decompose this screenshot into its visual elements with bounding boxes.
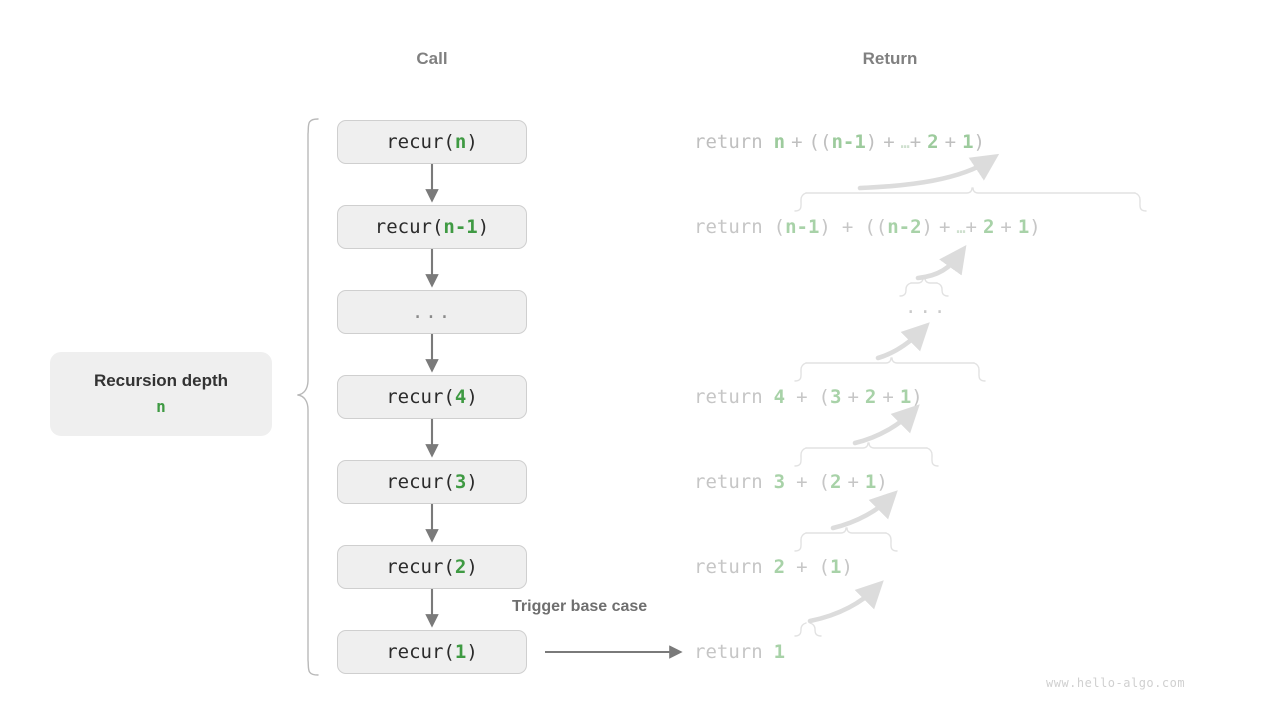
recursion-depth-brace <box>297 118 319 676</box>
call-box[interactable]: recur(2) <box>337 545 527 589</box>
return-keyword: return <box>694 131 763 153</box>
recursion-depth-label: Recursion depth n <box>50 352 272 436</box>
return-row-ellipsis: ... <box>905 296 949 318</box>
return-row: return 4+(3+2+1) <box>694 380 923 414</box>
return-keyword: return <box>694 216 763 238</box>
call-text: recur(3) <box>386 471 478 493</box>
return-keyword: return <box>694 641 763 663</box>
return-row: return 1 <box>694 635 785 669</box>
call-box[interactable]: recur(4) <box>337 375 527 419</box>
call-text: ... <box>411 301 453 323</box>
return-row: return 2+(1) <box>694 550 853 584</box>
watermark: www.hello-algo.com <box>1046 676 1186 690</box>
return-row: return (n-1)+((n-2)+…+2+1) <box>694 210 1041 244</box>
column-header-call: Call <box>416 49 448 68</box>
return-expression: 4+(3+2+1) <box>773 386 923 408</box>
return-expression: 3+(2+1) <box>773 471 888 493</box>
return-row: return 3+(2+1) <box>694 465 888 499</box>
return-keyword: return <box>694 386 763 408</box>
call-box[interactable]: recur(n) <box>337 120 527 164</box>
call-text: recur(4) <box>386 386 478 408</box>
call-text: recur(n-1) <box>374 216 490 238</box>
return-expression: 2+(1) <box>773 556 853 578</box>
call-box[interactable]: recur(n-1) <box>337 205 527 249</box>
recursion-depth-title: Recursion depth <box>93 371 229 391</box>
return-expression: n+((n-1)+…+2+1) <box>773 131 985 153</box>
call-text: recur(n) <box>386 131 478 153</box>
call-text: recur(1) <box>386 641 478 663</box>
recursion-depth-value: n <box>156 396 166 416</box>
return-expression: (n-1)+((n-2)+…+2+1) <box>773 216 1041 238</box>
column-header-return: Return <box>862 49 918 68</box>
call-box-ellipsis: ... <box>337 290 527 334</box>
return-keyword: return <box>694 556 763 578</box>
return-keyword: return <box>694 471 763 493</box>
return-expression: 1 <box>773 641 786 663</box>
call-text: recur(2) <box>386 556 478 578</box>
call-box[interactable]: recur(3) <box>337 460 527 504</box>
return-row: return n+((n-1)+…+2+1) <box>694 125 985 159</box>
call-box[interactable]: recur(1) <box>337 630 527 674</box>
trigger-base-case-label: Trigger base case <box>512 598 648 615</box>
